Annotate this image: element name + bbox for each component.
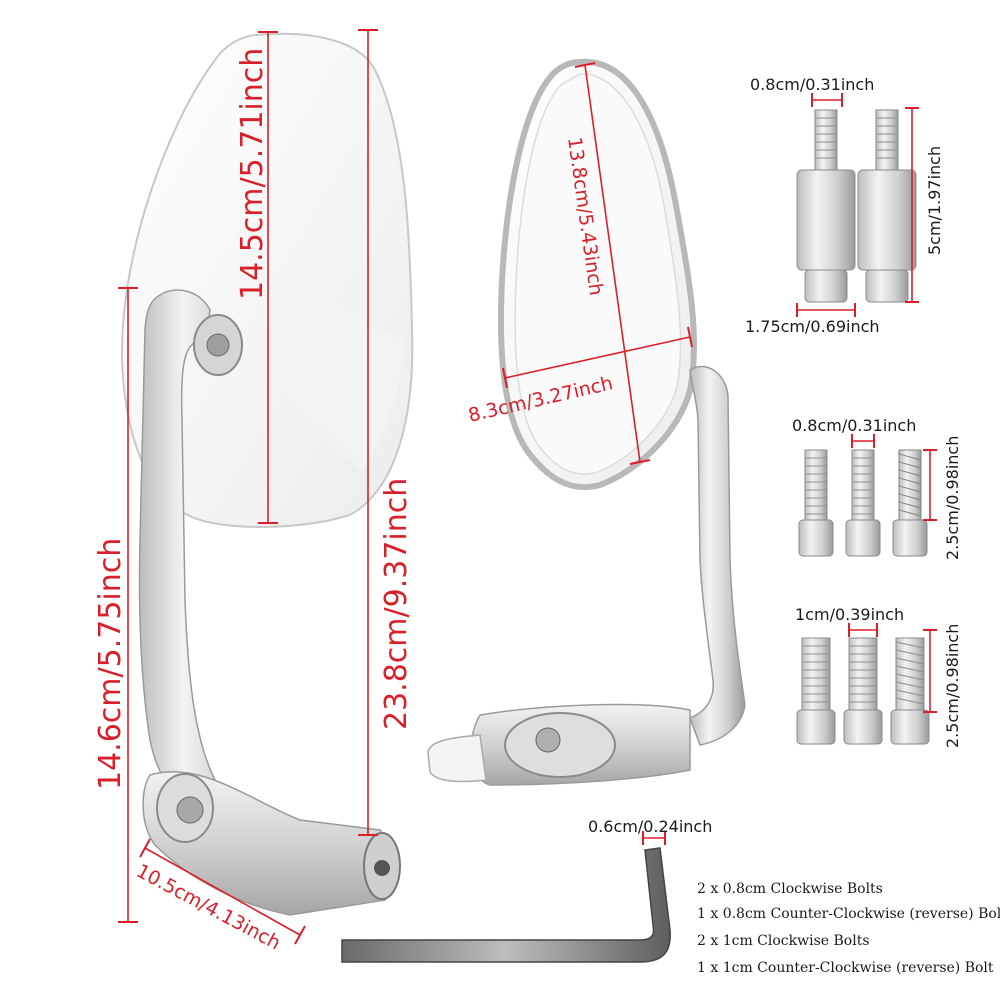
extension-bolt [796,109,856,303]
wrench-size-label: 0.6cm/0.24inch [588,817,712,836]
left-mirror-height-label: 14.5cm/5.71inch [235,48,270,300]
extension-thread-label: 0.8cm/0.31inch [750,75,874,94]
large-bolt-diameter-label: 1cm/0.39inch [795,605,904,624]
right-mirror-arm [689,365,746,746]
contents-line: 1 x 0.8cm Counter-Clockwise (reverse) Bo… [697,906,1000,922]
extension-bolt [857,109,917,303]
small-bolt-diameter-label: 0.8cm/0.31inch [792,416,916,435]
arm-height-label: 14.6cm/5.75inch [93,538,128,790]
right-bar-end-plug [427,734,487,783]
bolt [798,449,834,557]
extension-bolts [796,93,919,317]
bolt-reverse [890,637,930,745]
left-dimension-lines [118,29,378,945]
contents-line: 2 x 1cm Clockwise Bolts [697,933,870,949]
bolt [843,637,883,745]
total-height-label: 23.8cm/9.37inch [379,478,414,730]
bolts-small-row [798,434,937,557]
contents-line: 1 x 1cm Counter-Clockwise (reverse) Bolt [697,960,994,976]
large-bolt-length-label: 2.5cm/0.98inch [943,624,962,748]
bolt-reverse [892,449,928,557]
extension-body-label: 1.75cm/0.69inch [745,317,880,336]
extension-length-label: 5cm/1.97inch [925,146,944,255]
small-bolt-length-label: 2.5cm/0.98inch [943,436,962,560]
right-dimension-lines [502,62,693,465]
left-mirror [120,32,414,916]
hex-wrench [341,831,671,963]
bolt [796,637,836,745]
right-mirror [427,58,746,786]
bolt [845,449,881,557]
bolts-large-row [796,623,937,745]
contents-line: 2 x 0.8cm Clockwise Bolts [697,881,883,897]
